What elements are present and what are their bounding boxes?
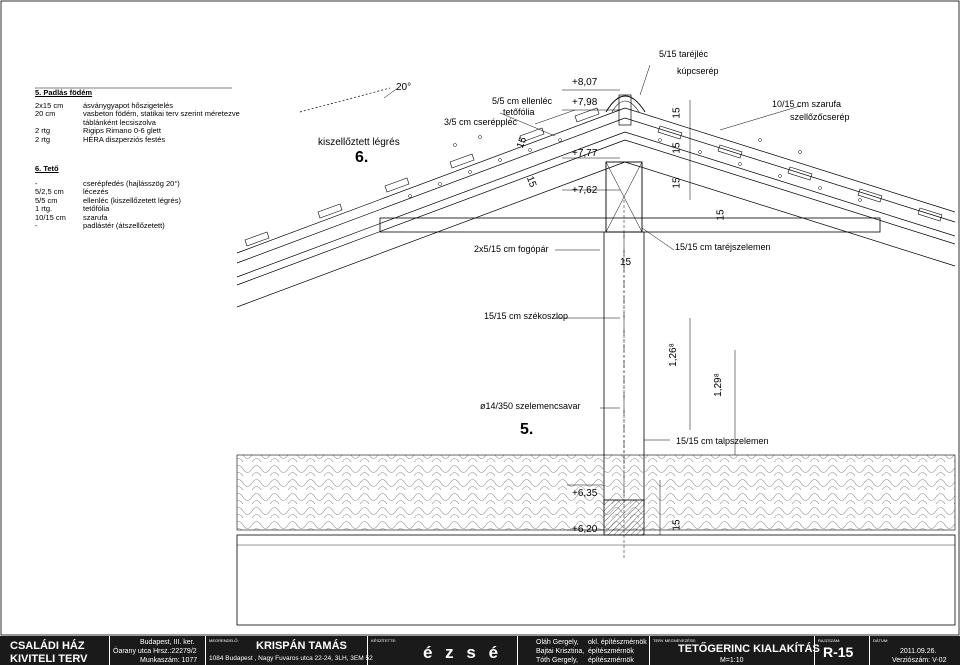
- legend6-row-4-value: szarufa: [83, 212, 108, 222]
- legend5-row-1-key: 20 cm: [35, 109, 56, 119]
- legend6-row-2-key: 5/5 cm: [35, 195, 58, 205]
- label-talpszelemen: 15/15 cm talpszelemen: [676, 436, 769, 446]
- label-tarejszelemen: 15/15 cm taréjszelemen: [675, 242, 771, 252]
- label-szellozo: szellőzőcserép: [790, 112, 850, 122]
- designer-caption: KÉSZÍTETTE:: [371, 638, 397, 643]
- label-kiszell: kiszellőztett légrés: [318, 137, 400, 148]
- drawing-name: TETŐGERINC KIALAKÍTÁS: [678, 643, 820, 655]
- addr-2: Óarany utca Hrsz.:22279/2: [113, 648, 197, 655]
- collar-tie: [379, 217, 881, 233]
- ridge-batten: [618, 94, 632, 126]
- person-2: Bajtai Krisztina,: [536, 648, 585, 655]
- dim-15-post: 15: [620, 257, 632, 268]
- angle-arc: [383, 87, 399, 99]
- vent-dots: [408, 135, 862, 202]
- drawing-scale: M=1:10: [720, 657, 744, 664]
- ridge-cap: [605, 95, 646, 113]
- number-caption: RAJZSZÁM:: [818, 638, 841, 643]
- date-caption: DÁTUM:: [873, 638, 889, 643]
- level-620: +6,20: [572, 524, 598, 535]
- drawing-number: R-15: [823, 644, 854, 660]
- label-cserepelec: 3/5 cm cseréppléc: [444, 117, 518, 127]
- legend5-row-0-value: ásványgyapot hőszigetelés: [83, 101, 174, 110]
- legend-title-5: 5. Padlás födém: [35, 88, 93, 97]
- label-fogopar: 2x5/15 cm fogópár: [474, 244, 549, 254]
- legend6-row-5-key: -: [35, 221, 38, 230]
- drawing-caption: TERV MEGNEVEZÉSE:: [653, 638, 697, 643]
- concrete-slab: [236, 534, 956, 626]
- label-szekoszlop: 15/15 cm székoszlop: [484, 311, 569, 321]
- client-address: 1084 Budapest , Nagy Fuvaros utca 22-24,…: [209, 655, 373, 662]
- leader-lines: [499, 64, 801, 441]
- level-807: +8,07: [572, 77, 598, 88]
- legend6-row-0-key: -: [35, 179, 38, 188]
- person-3: Tóth Gergely,: [536, 657, 578, 664]
- label-five: 5.: [520, 421, 534, 438]
- label-tetofolia: tetőfólia: [503, 107, 535, 117]
- title-block: CSALÁDI HÁZ KIVITELI TERV Budapest, III.…: [0, 636, 960, 665]
- sheet-frame: [0, 0, 960, 636]
- legend5-row-4-value: HÉRA diszperziós festés: [83, 134, 166, 144]
- client-name: KRISPÁN TAMÁS: [256, 640, 347, 652]
- level-777: +7,77: [572, 148, 598, 159]
- roof-section-drawing: [0, 0, 960, 636]
- role-2: építészmérnök: [588, 648, 634, 655]
- dimension-lines: [562, 89, 736, 535]
- legend5-row-3-value: Rigips Rimano 0-6 glett: [83, 126, 161, 136]
- drawing-date: 2011.09.26.: [900, 648, 937, 655]
- role-1: okl. építészmérnök: [588, 639, 647, 646]
- legend6-row-5-value: padlástér (átszellőzetett): [83, 221, 165, 230]
- legend5-row-1-value: vasbeton födém, statikai terv szerint mé…: [83, 109, 240, 119]
- designer-logo: é z s é: [423, 643, 503, 662]
- level-762: +7,62: [572, 185, 598, 196]
- legend-title-6: 6. Tető: [35, 164, 59, 173]
- right-roof-layers: [624, 107, 956, 267]
- legend6-row-3-key: 1 rtg.: [35, 204, 53, 214]
- legend5-row-0-key: 2x15 cm: [35, 101, 64, 110]
- client-caption: MEGRENDELŐ:: [209, 638, 239, 643]
- dim-15-e: 15: [671, 177, 683, 189]
- legend6-row-2-value: ellenléc (kiszellőzetett légrés): [83, 195, 181, 205]
- level-635: +6,35: [572, 488, 598, 499]
- left-roof-layers: [236, 87, 626, 308]
- legend5-row-3-key: 2 rtg: [35, 126, 51, 136]
- label-angle: 20°: [396, 82, 412, 93]
- label-kupcserep: kúpcserép: [677, 66, 719, 76]
- label-szelemencsavar: ø14/350 szelemencsavar: [480, 401, 581, 411]
- person-1: Oláh Gergely,: [536, 639, 579, 646]
- project-title-1: CSALÁDI HÁZ: [10, 640, 85, 652]
- label-six: 6.: [355, 149, 369, 166]
- dim-15-g: 15: [671, 519, 683, 531]
- legend6-row-3-value: tetőfólia: [83, 204, 110, 214]
- project-title-2: KIVITELI TERV: [10, 653, 88, 665]
- legend6-row-0-value: cserépfedés (hajlásszög 20°): [83, 179, 180, 188]
- addr-3: Munkaszám: 1077: [140, 657, 198, 664]
- drawing-version: Verziószám: V-02: [892, 657, 947, 664]
- legend6-row-1-key: 5/2,5 cm: [35, 187, 64, 197]
- right-tiles: [657, 125, 943, 222]
- role-3: építészmérnök: [588, 657, 634, 664]
- sole-plate: [603, 499, 645, 536]
- legend5-row-2-value: táblánként lecsiszolva: [83, 117, 156, 127]
- dim-15-d: 15: [671, 142, 683, 154]
- dim-15-c: 15: [671, 107, 683, 119]
- addr-1: Budapest, III. ker.: [140, 639, 195, 646]
- legend5-row-4-key: 2 rtg: [35, 134, 51, 144]
- ridge-cap-inner: [611, 100, 640, 113]
- legend6-row-4-key: 10/15 cm: [35, 212, 66, 222]
- label-szarufa: 10/15 cm szarufa: [772, 99, 842, 109]
- label-ellenlec: 5/5 cm ellenléc: [492, 96, 553, 106]
- dim-126: 1,26⁸: [667, 343, 679, 367]
- left-tiles: [244, 107, 600, 247]
- dim-15-f: 15: [715, 209, 727, 221]
- label-tarejlec: 5/15 taréjléc: [659, 49, 709, 59]
- level-798: +7,98: [572, 97, 598, 108]
- legend6-row-1-value: lécezés: [83, 187, 109, 197]
- dim-129: 1,29⁸: [712, 373, 724, 397]
